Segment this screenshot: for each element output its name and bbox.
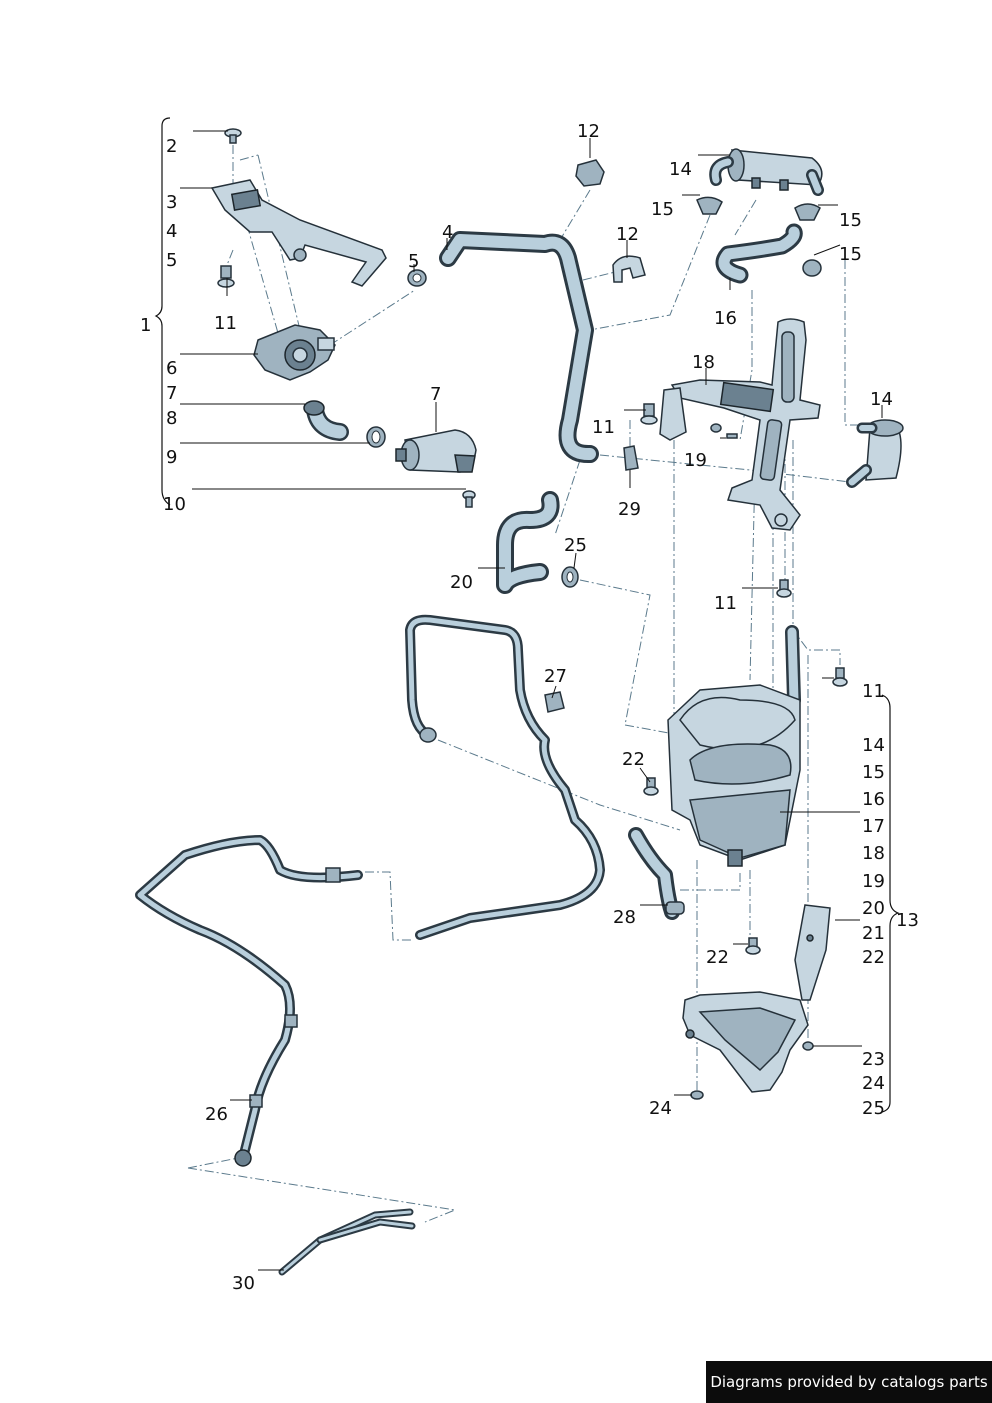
callout-2: 2 [166,136,177,157]
callout-11-bracket: 11 [592,417,615,438]
callout-10: 10 [163,494,186,515]
callout-30: 30 [232,1273,255,1294]
group-25: 25 [862,1098,885,1119]
callout-18: 18 [692,352,715,373]
callout-15-lower: 15 [839,244,862,265]
group-23: 23 [862,1049,885,1070]
callout-7: 7 [166,383,177,404]
screw-part-23 [802,1041,814,1051]
callout-1: 1 [140,315,151,336]
callout-15-left: 15 [651,199,674,220]
screw-part-19 [710,423,738,439]
clip-part-29 [623,445,639,471]
hose-part-16 [715,223,803,284]
callout-4-hose: 4 [442,222,453,243]
bolt-part-11a [217,265,235,288]
filter-part-7 [395,429,477,473]
clamp-part-25 [561,566,579,588]
canister-part-17 [667,625,801,867]
elbow-part-8 [303,400,349,441]
callout-29: 29 [618,499,641,520]
clip-part-12b [612,255,646,283]
callout-11-mid: 11 [714,593,737,614]
callout-25: 25 [564,535,587,556]
callout-27: 27 [544,666,567,687]
group-13: 13 [896,910,919,931]
screw-part-2 [224,128,242,144]
callout-4: 4 [166,221,177,242]
clip-part-12a [575,159,605,187]
valve-part-14a [709,148,824,196]
group-15: 15 [862,762,885,783]
callout-14-top: 14 [669,159,692,180]
callout-28: 28 [613,907,636,928]
pump-part-6 [253,324,336,381]
bolt-part-22b [745,937,761,955]
bracket-part-21 [682,904,831,1093]
bolt-part-11b [640,403,658,425]
leader-lines [180,130,883,1271]
callout-9: 9 [166,447,177,468]
bolt-part-11c [776,579,792,598]
group-24: 24 [862,1073,885,1094]
hose-part-26-lower [135,835,363,1167]
callout-3: 3 [166,192,177,213]
hose-part-4 [439,231,599,463]
cap-part-15b [794,203,821,221]
group-21: 21 [862,923,885,944]
screw-part-10 [462,490,476,508]
bracket-part-3 [210,179,387,287]
callout-14-right: 14 [870,389,893,410]
hose-part-26-upper [405,614,605,940]
callout-8: 8 [166,408,177,429]
clamp-part-5 [407,269,427,287]
valve-part-14b [846,419,904,488]
hose-part-28 [628,827,685,920]
callout-7-filter: 7 [430,384,441,405]
cap-part-15c [802,259,822,277]
hose-part-30 [278,1208,416,1276]
callout-6: 6 [166,358,177,379]
group-17: 17 [862,816,885,837]
group-14: 14 [862,735,885,756]
credit-banner: Diagrams provided by catalogs parts [706,1361,992,1403]
callout-15-right: 15 [839,210,862,231]
bracket-part-18 [670,318,821,531]
callout-5: 5 [166,250,177,271]
group-22: 22 [862,947,885,968]
clip-part-18-left [659,387,687,441]
clip-part-27 [544,691,565,713]
group-19: 19 [862,871,885,892]
bolt-part-11d [832,667,848,687]
callout-20: 20 [450,572,473,593]
callout-24-bottom: 24 [649,1098,672,1119]
screw-part-24 [690,1090,704,1100]
group-20: 20 [862,898,885,919]
callout-12-clip: 12 [616,224,639,245]
bolt-part-22a [643,777,659,796]
hose-part-20 [496,491,560,594]
callout-22-left: 22 [622,749,645,770]
callout-labels: 1 2 3 4 5 11 6 7 8 9 10 5 4 7 12 12 14 1… [140,121,919,1294]
callout-12-top: 12 [577,121,600,142]
callout-22-bottom: 22 [706,947,729,968]
group-16: 16 [862,789,885,810]
callout-19: 19 [684,450,707,471]
callout-5-clamp: 5 [408,251,419,272]
callout-11-left: 11 [214,313,237,334]
clamp-part-9 [366,426,386,448]
group-18: 18 [862,843,885,864]
group-brace-1 [154,117,171,506]
callout-16: 16 [714,308,737,329]
group-brace-13 [881,694,900,1113]
cap-part-15a [696,196,723,215]
group-11: 11 [862,681,885,702]
callout-26: 26 [205,1104,228,1125]
